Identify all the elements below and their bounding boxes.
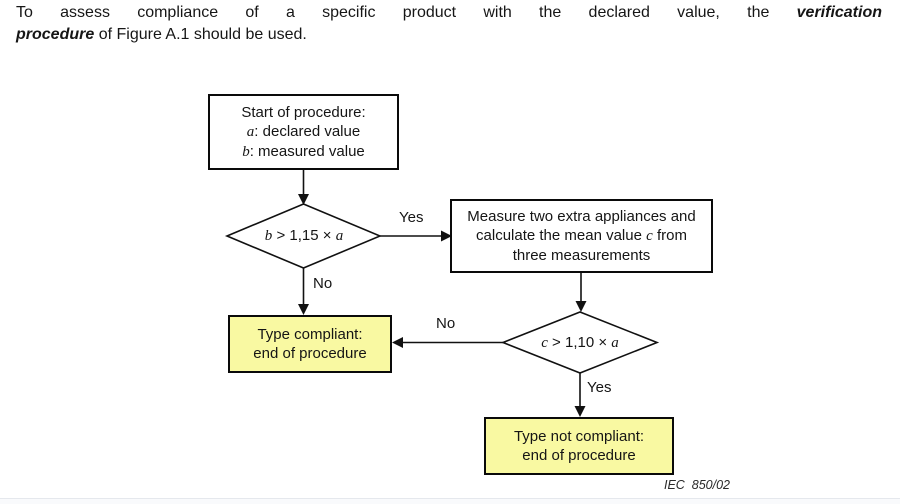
arrowhead-down-icon [298,194,309,205]
arrowhead-down-icon [575,301,587,312]
start-box-line1: Start of procedure: [241,103,366,121]
intro-paragraph: To assess compliance of a specific produ… [16,2,882,46]
arrowhead-down-icon [298,304,309,315]
arrowhead-right-icon [441,230,452,242]
intro-line-1: To assess compliance of a specific produ… [16,2,882,24]
label-no-decision2: No [436,315,456,332]
measure-box-line3: three measurements [512,247,651,264]
compliant-box-line1: Type compliant: [257,326,363,343]
start-box: Start of procedure: a: declared value b:… [208,94,399,170]
start-box-line3: b: measured value [242,142,365,160]
decision1-text: b > 1,15 × a [264,227,344,244]
measure-box-line1: Measure two extra appliances and [467,208,696,225]
decision2-diamond [500,311,660,374]
intro-line1-emphasis: verification [796,4,882,21]
measure-box-line2: calculate the mean value c from [476,227,687,244]
decision2-text: c > 1,10 × a [541,334,619,351]
label-yes-decision1: Yes [399,209,424,226]
label-yes-decision2: Yes [587,379,612,396]
arrowhead-left-icon [392,337,403,348]
intro-line2-emphasis: procedure [16,26,95,43]
not-compliant-box-line2: end of procedure [522,447,636,464]
compliant-box: Type compliant: end of procedure [228,315,392,373]
page-bottom-edge [0,498,900,504]
compliant-box-line2: end of procedure [253,345,367,362]
start-box-line2: a: declared value [246,122,361,140]
figure-caption: IEC 850/02 [663,478,730,492]
intro-line-2: procedure of Figure A.1 should be used. [16,24,882,46]
label-no-decision1: No [313,275,333,292]
intro-line1-text: To assess compliance of a specific produ… [16,4,770,21]
not-compliant-box-line1: Type not compliant: [513,428,645,445]
intro-line2-text: of Figure A.1 should be used. [94,26,307,43]
measure-box: Measure two extra appliances and calcula… [450,199,713,273]
not-compliant-box: Type not compliant: end of procedure [484,417,674,475]
arrowhead-down-icon [574,406,586,417]
